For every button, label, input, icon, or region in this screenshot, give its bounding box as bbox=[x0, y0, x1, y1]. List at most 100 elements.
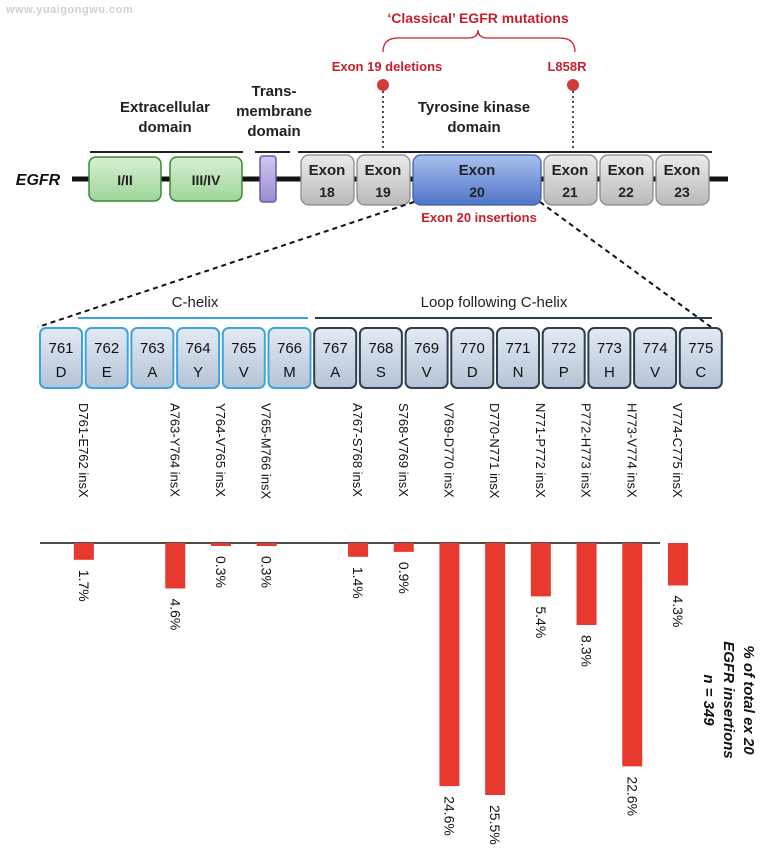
residue-774-number: 774 bbox=[643, 340, 668, 357]
residue-768-aa: S bbox=[376, 364, 386, 381]
value-label-group: 25.5% bbox=[487, 805, 503, 845]
category-label-group: A763-Y764 insX bbox=[167, 403, 182, 497]
category-label: P772-H773 insX bbox=[579, 403, 594, 498]
residue-773-number: 773 bbox=[597, 340, 622, 357]
exon-19-top: Exon bbox=[365, 162, 402, 179]
category-label: H773-V774 insX bbox=[624, 403, 639, 498]
residue-765-number: 765 bbox=[231, 340, 256, 357]
bar-value-label: 8.3% bbox=[579, 635, 595, 667]
bar bbox=[393, 543, 414, 552]
category-label-group: H773-V774 insX bbox=[624, 403, 639, 498]
bar bbox=[348, 543, 369, 557]
category-label-group: Y764-V765 insX bbox=[213, 403, 228, 497]
category-label: D770-N771 insX bbox=[487, 403, 502, 499]
residue-762-number: 762 bbox=[94, 340, 119, 357]
exon-20-box bbox=[412, 154, 542, 206]
residue-773-box bbox=[587, 327, 632, 389]
exon-22-top: Exon bbox=[608, 162, 645, 179]
category-label-group: N771-P772 insX bbox=[533, 403, 548, 498]
residue-770-number: 770 bbox=[460, 340, 485, 357]
exon-22-box bbox=[599, 154, 654, 206]
bar bbox=[256, 543, 277, 546]
residue-772-aa: P bbox=[559, 364, 569, 381]
exon-23-top: Exon bbox=[664, 162, 701, 179]
residue-768-box bbox=[358, 327, 403, 389]
tm-label-2: membrane bbox=[236, 103, 312, 120]
tk-label-1: Tyrosine kinase bbox=[418, 99, 530, 116]
residue-767-box bbox=[313, 327, 358, 389]
watermark: www.yuaigongwu.com bbox=[6, 4, 134, 16]
residue-775-box bbox=[678, 327, 723, 389]
residue-769-box bbox=[404, 327, 449, 389]
classical-bracket bbox=[382, 29, 576, 53]
exon-21-top: Exon bbox=[552, 162, 589, 179]
residue-766-number: 766 bbox=[277, 340, 302, 357]
insertion-frequency-bars: 1.7% 4.6% 0.3% 0.3% 1.4% 0.9% 24.6% 25.5% 5.4% 8.… bbox=[73, 543, 688, 845]
bar-value-label: 0.3% bbox=[259, 556, 275, 588]
value-label-group: 1.4% bbox=[350, 567, 366, 599]
extracellular-label-1: Extracellular bbox=[120, 99, 210, 116]
exon-23-num: 23 bbox=[674, 184, 690, 200]
value-label-group: 4.3% bbox=[670, 595, 686, 627]
ecd-box-1 bbox=[88, 156, 162, 202]
residue-761-aa: D bbox=[56, 364, 67, 381]
residue-771-box bbox=[496, 327, 540, 389]
bar-value-label: 1.7% bbox=[76, 570, 92, 602]
tk-label-2: domain bbox=[447, 119, 500, 136]
residue-771-number: 771 bbox=[505, 340, 530, 357]
residue-row: 761D762E763A764Y765V766M767A768S769V770D… bbox=[39, 327, 723, 389]
ecd-box-2 bbox=[169, 156, 243, 202]
residue-768-number: 768 bbox=[368, 340, 393, 357]
bar-value-label: 0.3% bbox=[213, 556, 229, 588]
bar bbox=[530, 543, 551, 597]
exon-19-box bbox=[356, 154, 411, 206]
residue-763-box bbox=[130, 327, 175, 389]
value-label-group: 22.6% bbox=[624, 776, 640, 816]
residue-766-aa: M bbox=[283, 364, 296, 381]
bar bbox=[439, 543, 460, 787]
category-label: A767-S768 insX bbox=[350, 403, 365, 497]
category-label: A763-Y764 insX bbox=[167, 403, 182, 497]
tm-label-1: Trans- bbox=[251, 83, 296, 100]
category-label: V769-D770 insX bbox=[441, 403, 456, 498]
bar-value-label: 1.4% bbox=[350, 567, 366, 599]
exon19-marker bbox=[377, 79, 389, 91]
residue-766-box bbox=[267, 327, 312, 389]
zoom-line-left bbox=[37, 201, 415, 328]
exon19-deletions-label: Exon 19 deletions bbox=[332, 59, 443, 74]
residue-765-aa: V bbox=[239, 364, 249, 381]
category-label: V765-M766 insX bbox=[259, 403, 274, 499]
bar-value-label: 0.9% bbox=[396, 562, 412, 594]
exon-21-box bbox=[543, 154, 598, 206]
category-label-group: V774-C775 insX bbox=[670, 403, 685, 498]
category-label-group: A767-S768 insX bbox=[350, 403, 365, 497]
transmembrane-box bbox=[259, 155, 277, 203]
exon-18-box bbox=[300, 154, 355, 206]
residue-770-box bbox=[450, 327, 495, 389]
residue-769-number: 769 bbox=[414, 340, 439, 357]
value-label-group: 0.3% bbox=[213, 556, 229, 588]
residue-764-box bbox=[176, 327, 221, 389]
tm-label-3: domain bbox=[247, 123, 300, 140]
category-label: S768-V769 insX bbox=[396, 403, 411, 497]
bar bbox=[73, 543, 94, 560]
exon20-insertions-label: Exon 20 insertions bbox=[421, 210, 537, 225]
value-label-group: 24.6% bbox=[441, 796, 457, 836]
c-helix-label: C-helix bbox=[172, 294, 219, 311]
bar bbox=[485, 543, 506, 795]
bar-value-label: 5.4% bbox=[533, 606, 549, 638]
value-label-group: 1.7% bbox=[76, 570, 92, 602]
exon-18-num: 18 bbox=[319, 184, 335, 200]
exon-21-num: 21 bbox=[562, 184, 578, 200]
exon-23-box bbox=[655, 154, 710, 206]
ecd-box-1-label: I/II bbox=[117, 172, 133, 188]
egfr-gene-label: EGFR bbox=[16, 172, 61, 189]
residue-761-box bbox=[39, 327, 83, 389]
bar bbox=[622, 543, 643, 767]
residue-772-box bbox=[541, 327, 586, 389]
residue-764-aa: Y bbox=[193, 364, 203, 381]
bar bbox=[667, 543, 688, 586]
bar-value-label: 4.6% bbox=[167, 598, 183, 630]
